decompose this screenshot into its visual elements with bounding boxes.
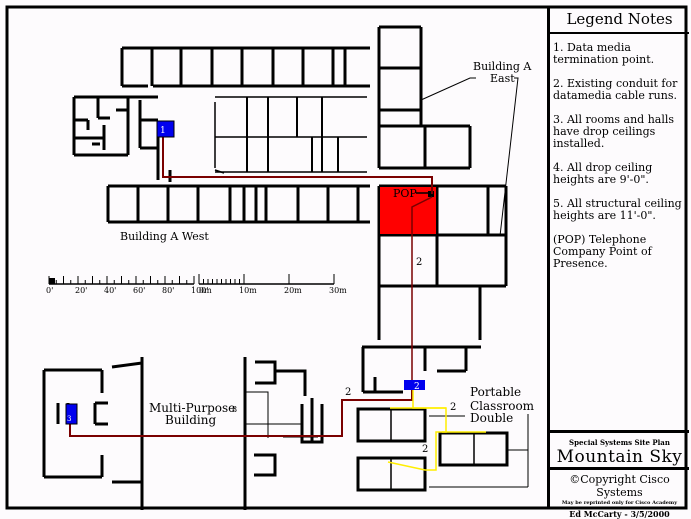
cable-run-1 (162, 137, 433, 194)
building-a-east-label-line2: East (490, 72, 515, 85)
portable-dividers (390, 409, 475, 490)
conduit-marker-d: 2 (422, 444, 428, 455)
building-a-west-lower-rooms (106, 184, 370, 224)
legend-note-4: 4. All drop ceiling heights are 9'-0". (553, 161, 653, 186)
scale-feet-label: 60' (133, 286, 145, 295)
termination-point-3[interactable]: 3 (65, 403, 78, 425)
scale-metric-label: 30m (329, 286, 347, 295)
pop-room[interactable] (380, 187, 436, 234)
mp-room-marker: 8 (232, 405, 237, 414)
building-a-west-upper-rooms (72, 46, 370, 182)
legend-notes: 1. Data media termination point. 2. Exis… (553, 42, 689, 282)
multi-purpose-label-line2: Building (165, 413, 216, 427)
conduit-marker-b: 2 (345, 387, 351, 398)
multi-purpose-label-line1: Multi-Purpose (149, 401, 235, 415)
legend-note-3: 3. All rooms and halls have drop ceiling… (553, 113, 675, 150)
title-block-subtitle: Special Systems Site Plan (569, 438, 670, 447)
termination-point-2[interactable]: 2 (404, 380, 425, 392)
pop-label: POP (393, 187, 417, 200)
scale-feet-label: 0' (46, 286, 53, 295)
termination-point-1[interactable]: 1 (156, 120, 175, 138)
copyright-text: ©Copyright Cisco Systems (569, 473, 670, 499)
legend-note-2: 2. Existing conduit for datamedia cable … (553, 77, 678, 102)
building-a-east-leaders (420, 77, 519, 237)
scale-bar: 0' 20' 40' 60' 80' 100' 0m 10m 20m 30m (46, 274, 347, 295)
cable-run-2-3 (69, 380, 413, 437)
copyright-author-date: Ed McCarty - 3/5/2000 (569, 509, 670, 519)
building-a-center-rooms (214, 96, 367, 174)
building-a-south-rooms (361, 347, 468, 394)
conduit-marker-a: 2 (416, 257, 422, 268)
termination-point-1-label: 1 (160, 126, 166, 136)
scale-feet-label: 100' (191, 286, 208, 295)
building-a-west-label: Building A West (120, 230, 209, 243)
portable-label-line1: Portable (470, 385, 521, 399)
title-block-title: Mountain Sky (556, 447, 683, 467)
multi-purpose-building-thin-walls (245, 391, 318, 438)
copyright-reprint-note: May be reprinted only for Cisco Academy (561, 500, 678, 506)
conduit-marker-c: 2 (450, 402, 456, 413)
building-a-east-rooms (362, 25, 508, 349)
building-a-east-label-line1: Building A (473, 60, 532, 73)
legend-note-5: 5. All structural ceiling heights are 11… (553, 197, 682, 222)
termination-point-3-label: 3 (67, 415, 71, 423)
scale-metric-label: 0m (199, 286, 212, 295)
portable-label-line3: Double (470, 411, 513, 425)
title-block: Special Systems Site Plan Mountain Sky (550, 430, 689, 470)
legend-panel: Legend Notes 1. Data media termination p… (547, 6, 689, 519)
scale-feet-label: 80' (162, 286, 174, 295)
copyright-block: ©Copyright Cisco Systems May be reprinte… (550, 470, 689, 519)
scale-feet-label: 40' (104, 286, 116, 295)
scale-metric-label: 10m (239, 286, 257, 295)
portable-label-line2: Classroom (470, 399, 535, 413)
portable-leader-lines (429, 414, 529, 488)
scale-feet-label: 20' (75, 286, 87, 295)
legend-note-pop: (POP) Telephone Company Point of Presenc… (553, 233, 652, 270)
drawing-border (5, 5, 688, 510)
conduit-runs (387, 388, 486, 471)
termination-point-2-label: 2 (414, 382, 420, 392)
legend-note-1: 1. Data media termination point. (553, 41, 655, 66)
cable-runs (69, 137, 433, 437)
legend-title: Legend Notes (550, 6, 689, 34)
cable-run-main (411, 196, 433, 380)
scale-metric-label: 20m (284, 286, 302, 295)
multi-purpose-building-walls (42, 357, 324, 510)
